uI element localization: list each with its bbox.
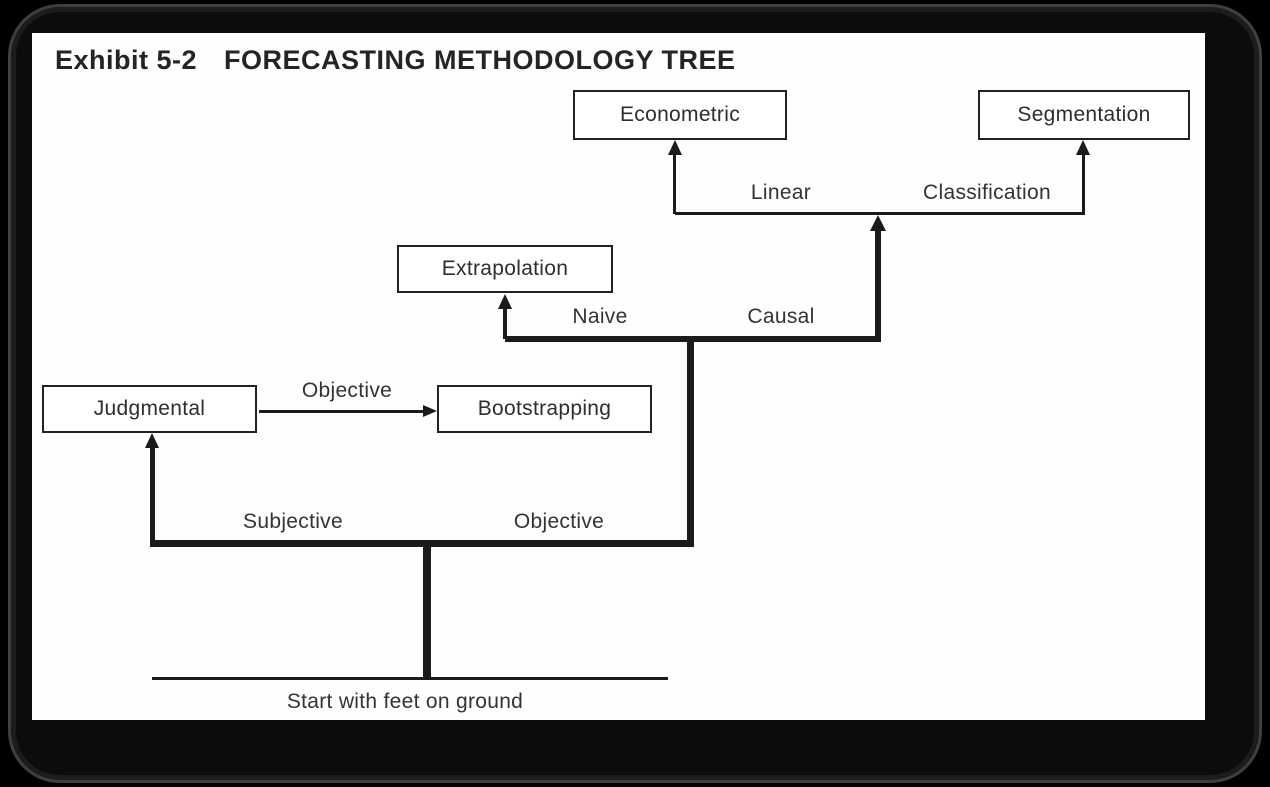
arrowhead-into-segmentation-icon [1076,140,1090,155]
exhibit-header: Exhibit 5-2 FORECASTING METHODOLOGY TREE [55,45,736,76]
branch-label-classification: Classification [923,181,1051,204]
edge-subjective-to-judgmental [150,446,155,542]
edge-linear-to-econometric [673,152,676,214]
arrowhead-into-econometric-icon [668,140,682,155]
arrowhead-causal-junction-icon [870,215,886,231]
branch-label-subjective: Subjective [243,510,343,533]
ground-line [152,677,668,680]
exhibit-number: Exhibit 5-2 [55,45,198,75]
branch-label-causal: Causal [747,305,815,328]
exhibit-panel: Exhibit 5-2 FORECASTING METHODOLOGY TREE… [32,33,1205,720]
node-judgmental-label: Judgmental [93,397,206,420]
node-econometric: Econometric [573,90,787,140]
branch-label-naive: Naive [572,305,628,328]
edge-causal-trunk [875,229,881,339]
edge-root-trunk [423,545,431,678]
branch-label-objective-upper: Objective [301,379,393,402]
node-bootstrapping: Bootstrapping [437,385,652,433]
node-extrapolation: Extrapolation [397,245,613,293]
node-bootstrapping-label: Bootstrapping [477,397,612,420]
node-extrapolation-label: Extrapolation [441,257,569,280]
arrowhead-into-bootstrapping-icon [423,405,437,417]
node-segmentation-label: Segmentation [1017,103,1151,126]
exhibit-title: FORECASTING METHODOLOGY TREE [224,45,736,75]
edge-naive-to-extrapolation [503,306,507,339]
baseline-label: Start with feet on ground [286,690,524,713]
node-econometric-label: Econometric [619,103,740,126]
branch-label-objective-lower: Objective [513,510,605,533]
edge-objective-trunk [687,339,694,544]
edge-subjective-objective-crossbar [150,540,694,547]
arrowhead-into-extrapolation-icon [498,294,512,309]
edge-judgmental-to-bootstrapping [259,410,424,413]
node-judgmental: Judgmental [42,385,257,433]
edge-linear-classification-crossbar [675,212,1085,215]
node-segmentation: Segmentation [978,90,1190,140]
arrowhead-into-judgmental-icon [145,433,159,448]
branch-label-linear: Linear [750,181,812,204]
edge-classification-to-segmentation [1082,152,1085,214]
